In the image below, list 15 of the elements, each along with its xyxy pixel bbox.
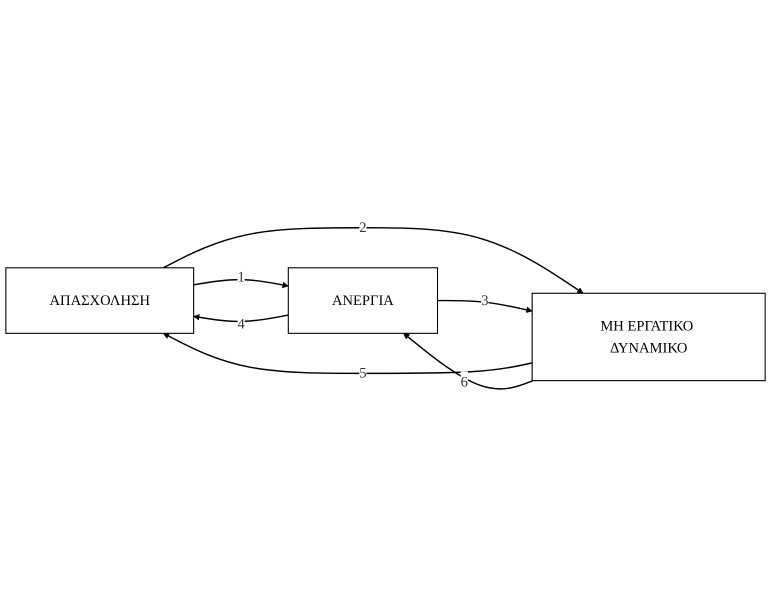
edge-label: 3 (481, 292, 488, 309)
arrow (194, 278, 289, 288)
node-box: ΑΠΑΣΧΟΛΗΣΗ (5, 267, 194, 334)
arrow (438, 300, 532, 313)
edge-label: 6 (460, 374, 468, 390)
arrow (162, 227, 584, 294)
edge-label: 2 (359, 220, 367, 236)
edge-label: 1 (237, 268, 245, 285)
arrow (403, 333, 534, 390)
node-box: ΑΝΕΡΓΙΑ (288, 267, 438, 334)
edge-label: 5 (359, 365, 367, 382)
arrow (193, 314, 288, 322)
node-box: ΜΗ ΕΡΓΑΤΙΚΟ ΔΥΝΑΜΙΚΟ (532, 292, 766, 382)
edge-label: 4 (237, 316, 245, 332)
arrow (163, 333, 532, 374)
